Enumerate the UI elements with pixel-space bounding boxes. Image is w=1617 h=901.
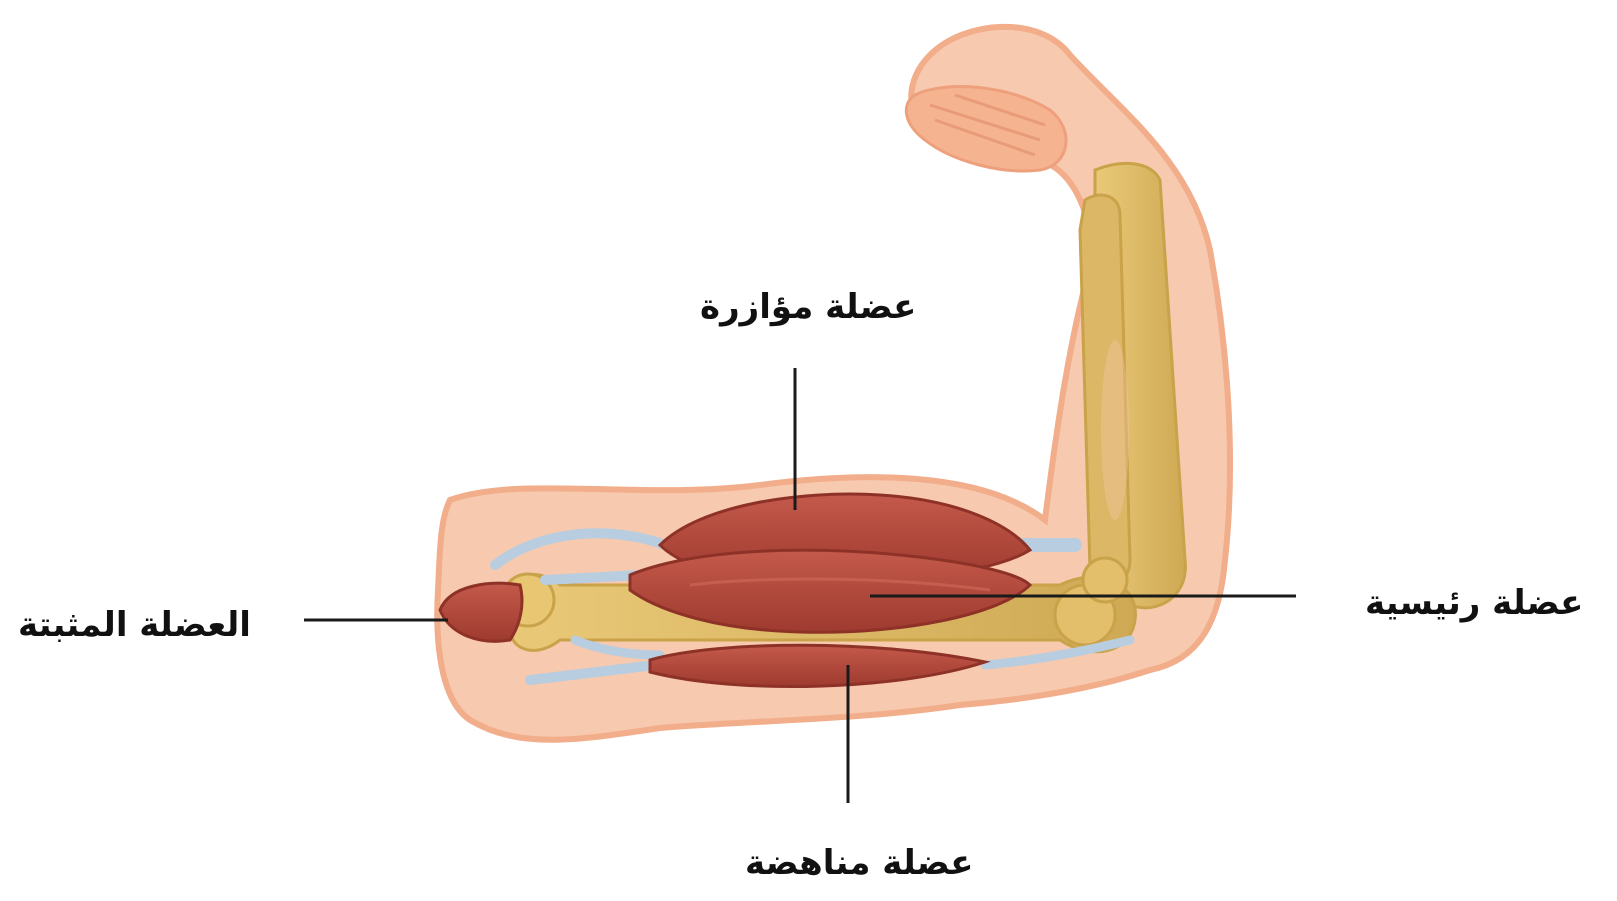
antagonist-label: عضلة مناهضة <box>745 846 973 880</box>
fixator-label: العضلة المثبتة <box>18 608 251 642</box>
synergist-label: عضلة مؤازرة <box>700 290 916 324</box>
tendon-mid-left <box>545 575 640 580</box>
agonist-label: عضلة رئيسية <box>1365 586 1583 620</box>
bone-gap <box>1101 340 1129 520</box>
